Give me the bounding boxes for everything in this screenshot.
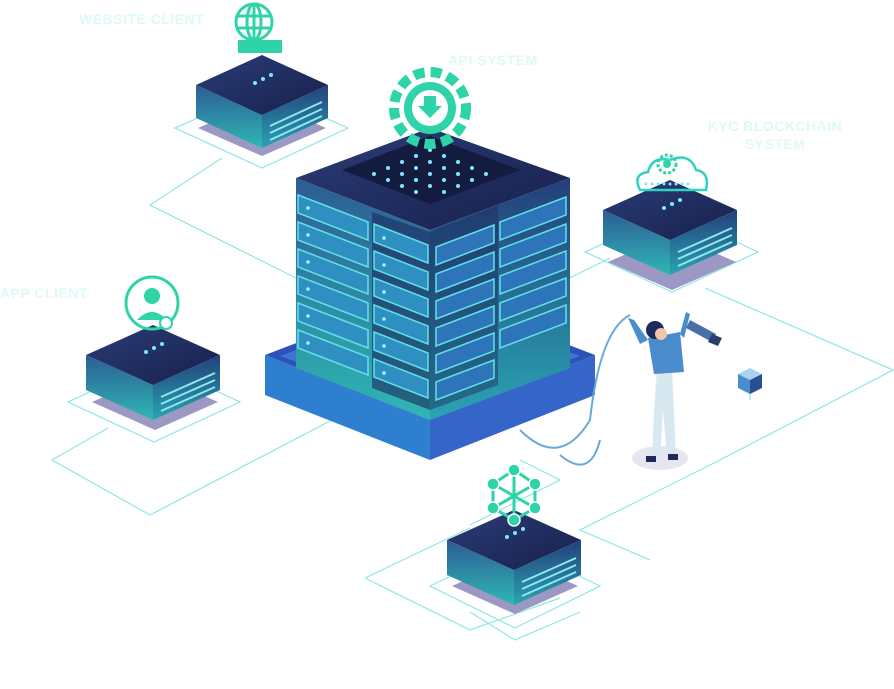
cube-icon — [738, 368, 762, 400]
api-system-label: API SYSTEM — [448, 52, 538, 68]
api-server-tower — [265, 128, 595, 460]
globe-icon — [234, 2, 282, 53]
kyc-blockchain-server — [603, 180, 737, 290]
network-icon — [486, 463, 542, 527]
chip-dots — [372, 148, 488, 194]
person-figure — [519, 312, 722, 470]
app-client-server — [86, 325, 220, 430]
kyc-blockchain-label: KYC BLOCKCHAIN SYSTEM — [690, 117, 860, 153]
cloud-gear-icon — [636, 153, 709, 192]
user-icon — [124, 275, 180, 331]
gear-download-icon — [389, 67, 471, 149]
network-node-server — [447, 510, 581, 614]
website-client-label: WEBSITE CLIENT — [79, 11, 205, 27]
website-client-server — [196, 55, 328, 156]
kyc-label-line2: SYSTEM — [744, 136, 806, 152]
app-client-label: APP CLIENT — [0, 285, 88, 301]
kyc-label-line1: KYC BLOCKCHAIN — [707, 118, 843, 134]
